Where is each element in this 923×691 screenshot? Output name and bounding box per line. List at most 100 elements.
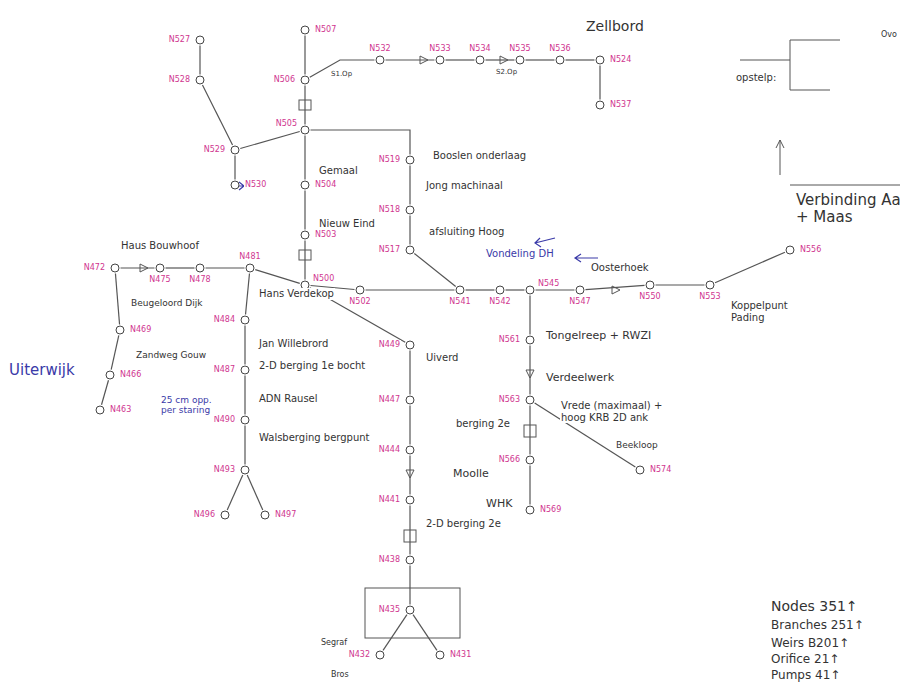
node-circle [525, 285, 535, 295]
node-id: N519 [378, 155, 401, 164]
sewer-pipe [529, 466, 530, 505]
note: Bros [330, 670, 350, 679]
junction-node: N524 [595, 55, 605, 65]
sewer-pipe [304, 241, 305, 280]
node-id: N527 [168, 35, 191, 44]
junction-node: N466 [105, 370, 115, 380]
node-circle [455, 285, 465, 295]
node-circle [195, 263, 205, 273]
node-circle [645, 280, 655, 290]
junction-node: N569 [525, 505, 535, 515]
sewer-pipe [240, 132, 299, 149]
junction-node: N566 [525, 455, 535, 465]
place-name: Oosterhoek [590, 262, 650, 274]
place-name: Beugeloord Dijk [130, 298, 203, 308]
junction-node: N545 [525, 285, 535, 295]
node-circle [240, 415, 250, 425]
node-id: N563 [498, 395, 521, 404]
place-name: Verdeelwerk [545, 372, 615, 385]
node-id: N507 [314, 25, 337, 34]
junction-node: N481 [245, 263, 255, 273]
node-id: N561 [498, 335, 521, 344]
node-circle [155, 263, 165, 273]
structure-code: S2.Op [495, 68, 518, 76]
junction-node: N529 [230, 145, 240, 155]
junction-node: N556 [785, 245, 795, 255]
sewer-pipe [227, 475, 243, 510]
junction-node: N472 [110, 263, 120, 273]
place-name: Walsberging bergpunt [258, 432, 371, 444]
note: Vrede (maximaal) + hoog KRB 2D ank [560, 400, 682, 423]
node-circle [525, 455, 535, 465]
sewer-pipe [244, 376, 245, 415]
junction-node: N493 [240, 465, 250, 475]
node-circle [105, 370, 115, 380]
junction-node: N517 [405, 245, 415, 255]
node-id: N528 [168, 75, 191, 84]
node-circle [525, 505, 535, 515]
sewer-pipe [585, 285, 644, 289]
node-circle [785, 245, 795, 255]
junction-node: N496 [220, 510, 230, 520]
place-name: 2-D berging 1e bocht [258, 360, 366, 372]
node-id: N533 [428, 44, 451, 53]
sewer-pipe [409, 216, 410, 245]
node-circle [95, 405, 105, 415]
node-circle [555, 55, 565, 65]
place-name: Hans Verdekop [258, 288, 335, 300]
node-circle [595, 100, 605, 110]
node-id: N493 [213, 465, 236, 474]
node-id: N534 [468, 44, 491, 53]
blue-arrows [232, 182, 598, 262]
sewer-pipe [383, 615, 407, 651]
place-name: Koppelpunt Pading [730, 300, 802, 323]
sewer-pipe [166, 267, 195, 268]
place-name: WHK [485, 498, 513, 511]
node-id: N449 [378, 340, 401, 349]
node-id: N463 [109, 405, 132, 414]
count-note: Pumps 41↑ [770, 669, 841, 683]
sewer-pipe [566, 59, 595, 60]
place-name: Jong machinaal [425, 180, 504, 192]
node-circle [525, 395, 535, 405]
junction-node: N447 [405, 395, 415, 405]
node-circle [230, 180, 240, 190]
node-circle [355, 285, 365, 295]
junction-node: N506 [300, 75, 310, 85]
node-circle [300, 25, 310, 35]
node-id: N431 [449, 650, 472, 659]
junction-node: N534 [475, 55, 485, 65]
note: opstelp: [735, 72, 777, 84]
sewer-pipe [526, 59, 555, 60]
place-name: Moolle [452, 468, 490, 481]
node-circle [300, 75, 310, 85]
junction-node: N507 [300, 25, 310, 35]
node-circle [405, 495, 415, 505]
sewer-pipe [506, 289, 525, 290]
pump-symbols [140, 40, 900, 638]
sewer-pipe [409, 351, 410, 395]
junction-node: N533 [435, 55, 445, 65]
node-circle [405, 205, 415, 215]
sewer-pipe [386, 59, 435, 60]
junction-node: N527 [195, 35, 205, 45]
node-id: N504 [314, 180, 337, 189]
node-circle [245, 263, 255, 273]
node-id: N432 [348, 650, 371, 659]
sewer-pipe [102, 380, 109, 404]
node-id: N497 [274, 510, 297, 519]
sewer-pipe [304, 36, 305, 75]
node-id: N537 [609, 100, 632, 109]
junction-node: N530 [230, 180, 240, 190]
sewer-pipe [244, 326, 245, 365]
node-id: N435 [378, 605, 401, 614]
sketch-arrow [776, 140, 784, 175]
flow-arrow [535, 238, 555, 247]
junction-node: N487 [240, 365, 250, 375]
node-circle [220, 510, 230, 520]
node-circle [300, 125, 310, 135]
junction-node: N432 [375, 650, 385, 660]
flow-arrow [232, 182, 244, 190]
node-circle [240, 465, 250, 475]
sewer-pipe [366, 289, 455, 290]
